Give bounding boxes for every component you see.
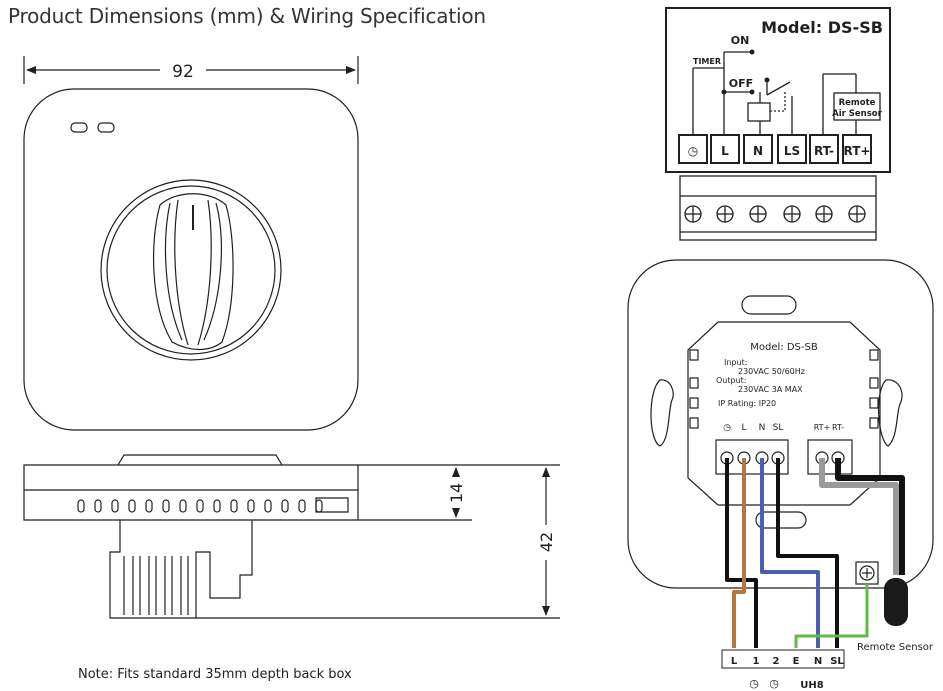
schematic-terminal-label: RT+	[844, 144, 871, 158]
wiring-centre-clock-1: ◷	[749, 677, 759, 690]
remote-sensor-label: Remote Sensor	[857, 642, 934, 653]
vent-slot	[213, 499, 221, 513]
vent-slot	[230, 499, 238, 513]
wiring	[725, 458, 905, 648]
backplate	[627, 259, 934, 589]
wiring-centre-terminal-label: E	[793, 656, 800, 667]
schematic-circuit	[692, 51, 881, 135]
wiring-centre-terminal-label: 2	[773, 656, 780, 667]
wiring-centre-terminal-label: 1	[753, 656, 760, 667]
schematic-timer-label: TIMER	[693, 57, 721, 66]
vent-slot	[315, 499, 323, 513]
dimension-depth-42-label: 42	[537, 532, 556, 552]
schematic-terminal-label: L	[721, 144, 729, 158]
vent-slot	[111, 499, 119, 513]
schematic-box	[665, 7, 891, 173]
backplate-terminal-label: SL	[773, 423, 784, 433]
schematic-off-label: OFF	[729, 77, 753, 90]
terminal-strip	[679, 175, 877, 241]
schematic-on-label: ON	[731, 34, 750, 47]
schematic-sensor-line1: Remote	[839, 98, 876, 108]
dimension-depth-14	[358, 464, 472, 521]
wiring-centre-block	[721, 649, 845, 669]
backplate-earth-screw	[859, 565, 875, 581]
schematic-terminal	[678, 134, 708, 164]
vent-slot	[196, 499, 204, 513]
wiring-centre-terminal-label: L	[731, 656, 738, 667]
schematic-terminal-label: N	[753, 144, 763, 158]
wiring-centre-terminals: L 1 2 E N SL	[731, 656, 845, 667]
vent-slot	[264, 499, 272, 513]
backplate-terminals: ◷ L N SL RT+RT-	[720, 423, 845, 465]
schematic-terminals: ◷ L N LS RT- RT+	[678, 134, 872, 164]
backplate-input-value: 230VAC 50/60Hz	[738, 367, 805, 376]
backplate-terminal-label: RT-	[832, 423, 844, 432]
wiring-centre-terminal-label: N	[814, 656, 822, 667]
vent-slot	[128, 499, 136, 513]
vent-slot	[179, 499, 187, 513]
backplate-terminal-label: RT+	[814, 423, 831, 432]
backplate-output-value: 230VAC 3A MAX	[738, 385, 803, 394]
vent-slot	[77, 499, 85, 513]
backplate-output-label: Output:	[716, 376, 746, 385]
schematic-terminal	[743, 134, 773, 164]
footnote: Note: Fits standard 35mm depth back box	[78, 667, 352, 682]
backplate-terminal-label: L	[741, 423, 746, 433]
dimension-width	[23, 56, 359, 84]
vent-slot	[145, 499, 153, 513]
remote-sensor-probe	[884, 578, 908, 626]
schematic-terminal-label: RT-	[814, 144, 834, 158]
dimension-depth-42	[196, 464, 560, 619]
wiring-centre-clock-2: ◷	[769, 677, 779, 690]
backplate-input-label: Input:	[724, 358, 747, 367]
vent-slot	[281, 499, 289, 513]
schematic-terminal	[842, 134, 872, 164]
wiring-centre-name: UH8	[800, 680, 823, 691]
schematic-dots	[721, 49, 770, 95]
terminal-strip-screws	[684, 205, 866, 223]
vent-slot	[298, 499, 306, 513]
backplate-terminal-label: ◷	[723, 423, 731, 433]
schematic-terminal	[710, 134, 740, 164]
vent-slot	[247, 499, 255, 513]
page-title: Product Dimensions (mm) & Wiring Specifi…	[8, 4, 486, 28]
schematic-terminal	[809, 134, 839, 164]
schematic-sensor-line2: Air Sensor	[832, 109, 882, 119]
backplate-terminal-label: N	[759, 423, 766, 433]
backplate-model: Model: DS-SB	[750, 342, 818, 353]
dimension-depth-14-label: 14	[447, 483, 466, 503]
thermostat-side-view	[23, 454, 359, 619]
dimension-width-label: 92	[172, 62, 194, 82]
schematic-model: Model: DS-SB	[761, 18, 883, 37]
thermostat-front-view	[23, 88, 359, 431]
schematic-terminal-label: LS	[784, 144, 800, 158]
wiring-centre-terminal-label: SL	[830, 656, 844, 667]
schematic-terminal-label: ◷	[688, 144, 699, 158]
backplate-ip-rating: IP Rating: IP20	[718, 399, 776, 408]
vent-slot	[94, 499, 102, 513]
vent-slot	[162, 499, 170, 513]
schematic-terminal	[777, 134, 807, 164]
